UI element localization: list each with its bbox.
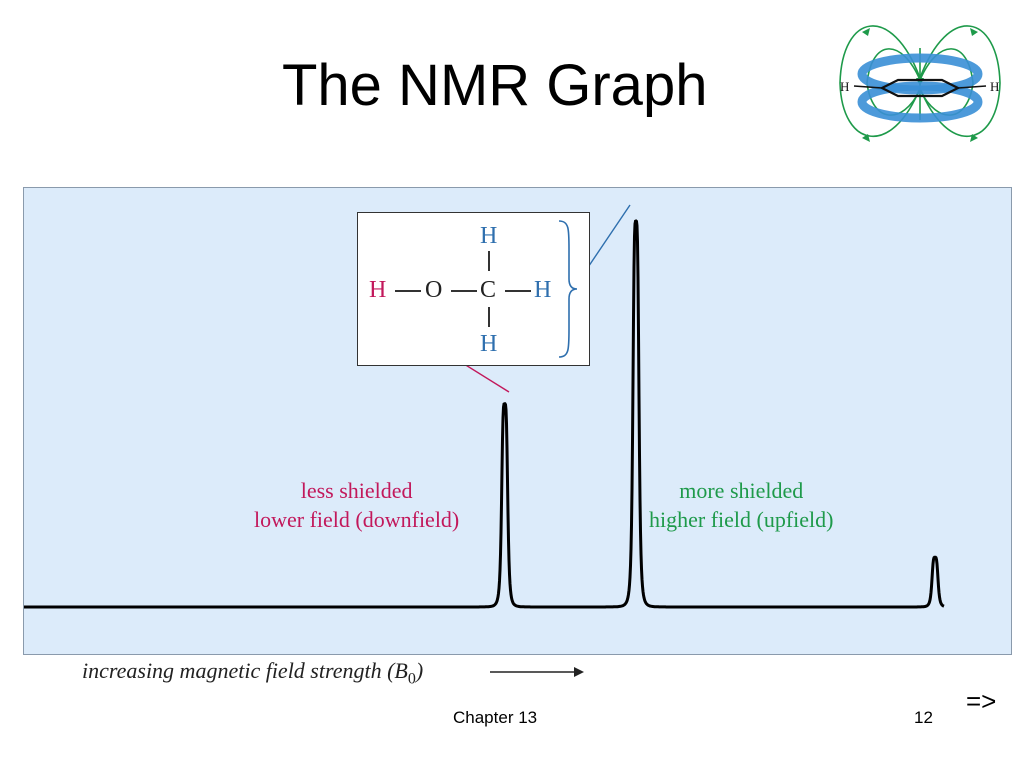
- methyl-bracket: [558, 220, 578, 358]
- next-slide-link[interactable]: =>: [966, 686, 997, 716]
- upfield-label-line1: more shielded: [679, 478, 804, 503]
- benzene-ring-current-figure: H H: [839, 25, 1001, 142]
- x-axis-label-text: increasing magnetic field strength (B: [82, 658, 408, 683]
- x-axis-label-subscript: 0: [407, 670, 416, 688]
- x-axis-arrow: [490, 667, 584, 677]
- bond-o-c: [451, 290, 477, 292]
- footer-chapter: Chapter 13: [453, 708, 538, 727]
- methyl-h-bottom: H: [480, 331, 498, 357]
- hydroxyl-h: H: [369, 277, 387, 303]
- x-axis-label: increasing magnetic field strength (B0): [82, 658, 423, 688]
- slide-title: The NMR Graph: [282, 53, 708, 118]
- ring-left-h: H: [840, 79, 849, 94]
- bond-c-h-right: [505, 290, 531, 292]
- ring-right-h: H: [990, 79, 999, 94]
- oxygen-atom: O: [425, 277, 443, 303]
- upfield-label: more shielded higher field (upfield): [649, 476, 834, 534]
- bond-c-h-top: [488, 251, 490, 271]
- upfield-label-line2: higher field (upfield): [649, 507, 834, 532]
- methyl-h-right: H: [534, 277, 552, 303]
- carbon-atom: C: [480, 277, 497, 303]
- bond-c-h-bottom: [488, 307, 490, 327]
- x-axis-label-close: ): [415, 658, 424, 683]
- downfield-label-line2: lower field (downfield): [254, 507, 460, 532]
- downfield-label-line1: less shielded: [300, 478, 413, 503]
- methyl-h-top: H: [480, 223, 498, 249]
- methanol-structure-box: H H O C H H: [357, 212, 590, 366]
- spectrum-trace: [24, 219, 945, 609]
- bond-h-o: [395, 290, 421, 292]
- page-number: 12: [914, 708, 933, 727]
- downfield-label: less shielded lower field (downfield): [254, 476, 459, 534]
